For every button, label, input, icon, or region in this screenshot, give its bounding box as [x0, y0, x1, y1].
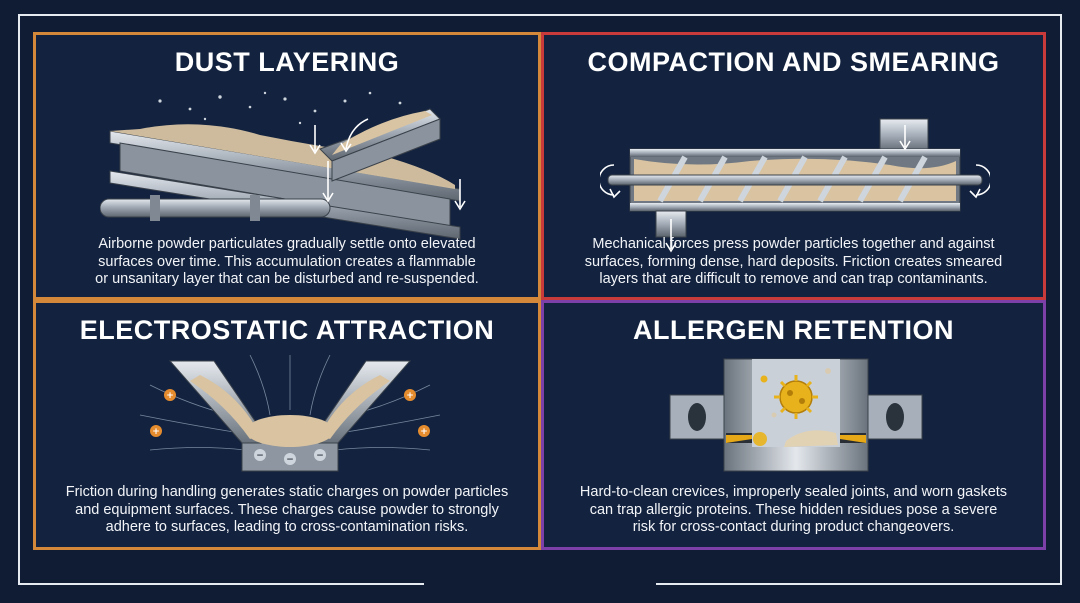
panel-compaction-smearing: COMPACTION AND SMEARING — [541, 32, 1046, 300]
panel-title: ELECTROSTATIC ATTRACTION — [79, 315, 495, 345]
description-line: risk for cross-contact during product ch… — [632, 519, 955, 535]
description-line: Friction during handling generates stati… — [65, 484, 509, 500]
frame-top-edge — [18, 14, 1062, 16]
svg-text:−: − — [316, 451, 324, 461]
panel-allergen-retention: ALLERGEN RETENTION — [541, 300, 1046, 550]
description-line: Airborne powder particulates gradually s… — [98, 236, 476, 252]
svg-text:−: − — [256, 451, 264, 461]
screw-conveyor-illustration — [600, 118, 990, 253]
frame-bottom-right-edge — [656, 583, 1062, 585]
flange-allergen-illustration — [669, 358, 923, 472]
panel-title: COMPACTION AND SMEARING — [587, 47, 1000, 77]
frame-right-edge — [1060, 14, 1062, 584]
panel-title: ALLERGEN RETENTION — [632, 315, 954, 345]
panel-dust-layering: DUST LAYERING — [33, 32, 541, 300]
steel-beam-dust-illustration — [100, 91, 466, 240]
svg-text:+: + — [166, 391, 174, 401]
svg-text:+: + — [420, 427, 428, 437]
description-line: surfaces, forming dense, hard deposits. … — [584, 253, 1003, 270]
frame-left-edge — [18, 14, 20, 584]
description-line: adhere to surfaces, leading to cross-con… — [105, 519, 469, 535]
panel-description: Friction during handling generates stati… — [50, 484, 524, 537]
charged-hopper-illustration: + + + + − − − — [139, 355, 441, 472]
description-line: layers that are difficult to remove and … — [599, 271, 988, 287]
description-line: and equipment surfaces. These charges ca… — [75, 501, 499, 518]
panel-description: Airborne powder particulates gradually s… — [50, 236, 524, 289]
description-line: surfaces over time. This accumulation cr… — [98, 253, 476, 270]
svg-text:+: + — [406, 391, 414, 401]
panel-description: Mechanical forces press powder particles… — [558, 236, 1029, 289]
allergen-particle-icon — [774, 375, 818, 419]
description-line: Hard-to-clean crevices, improperly seale… — [579, 484, 1008, 500]
frame-bottom-left-edge — [18, 583, 424, 585]
panel-description: Hard-to-clean crevices, improperly seale… — [558, 484, 1029, 537]
svg-text:+: + — [152, 427, 160, 437]
description-line: or unsanitary layer that can be disturbe… — [95, 271, 479, 287]
description-line: Mechanical forces press powder particles… — [592, 236, 995, 252]
description-line: can trap allergic proteins. These hidden… — [589, 501, 998, 518]
panel-title: DUST LAYERING — [174, 47, 400, 77]
svg-text:−: − — [286, 455, 294, 465]
panel-electrostatic-attraction: ELECTROSTATIC ATTRACTION + + + + − — [33, 300, 541, 550]
